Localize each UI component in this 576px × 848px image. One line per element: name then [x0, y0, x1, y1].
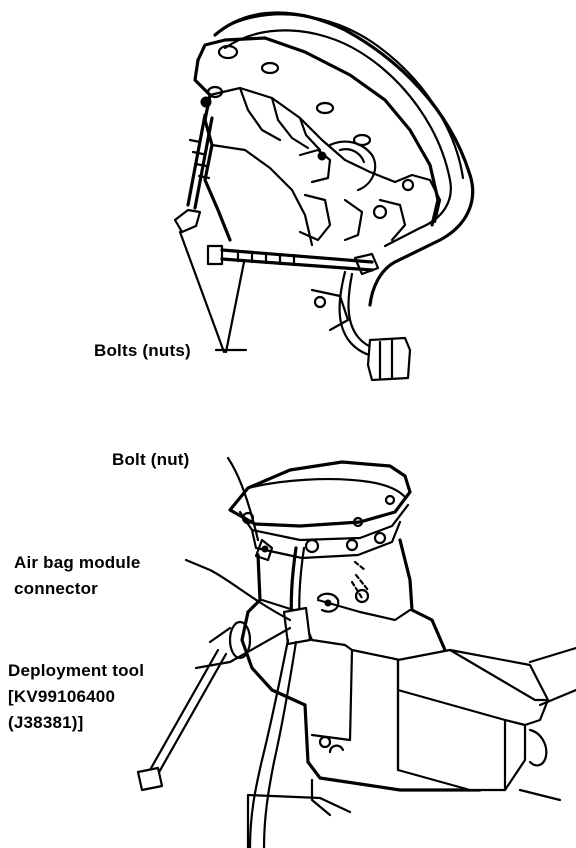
- upper-bolt-vertical: [173, 96, 214, 234]
- upper-leader-lines: [178, 230, 248, 354]
- connector-and-harness: [248, 546, 312, 848]
- label-bolt-nut: Bolt (nut): [112, 450, 190, 469]
- label-air-bag-module-line1: Air bag module: [14, 553, 141, 572]
- label-deployment-tool-line1: Deployment tool: [8, 661, 145, 680]
- label-deployment-tool-line2: [KV99106400: [8, 687, 116, 706]
- vise-handle-block: [396, 646, 576, 802]
- upper-bolt-horizontal: [206, 244, 380, 276]
- label-bolts-nuts: Bolts (nuts): [94, 341, 191, 360]
- steering-wheel-rim: [213, 11, 475, 307]
- lower-leader-lines: [184, 456, 292, 670]
- bracket-details: [298, 148, 442, 242]
- label-deployment-tool-line3: (J38381)]: [8, 713, 84, 732]
- deployment-tool: [136, 648, 228, 792]
- air-bag-module: [228, 460, 412, 560]
- label-air-bag-module-line2: connector: [14, 579, 98, 598]
- upper-harness-connector: [310, 270, 412, 382]
- lower-bolt-nut: [254, 538, 370, 613]
